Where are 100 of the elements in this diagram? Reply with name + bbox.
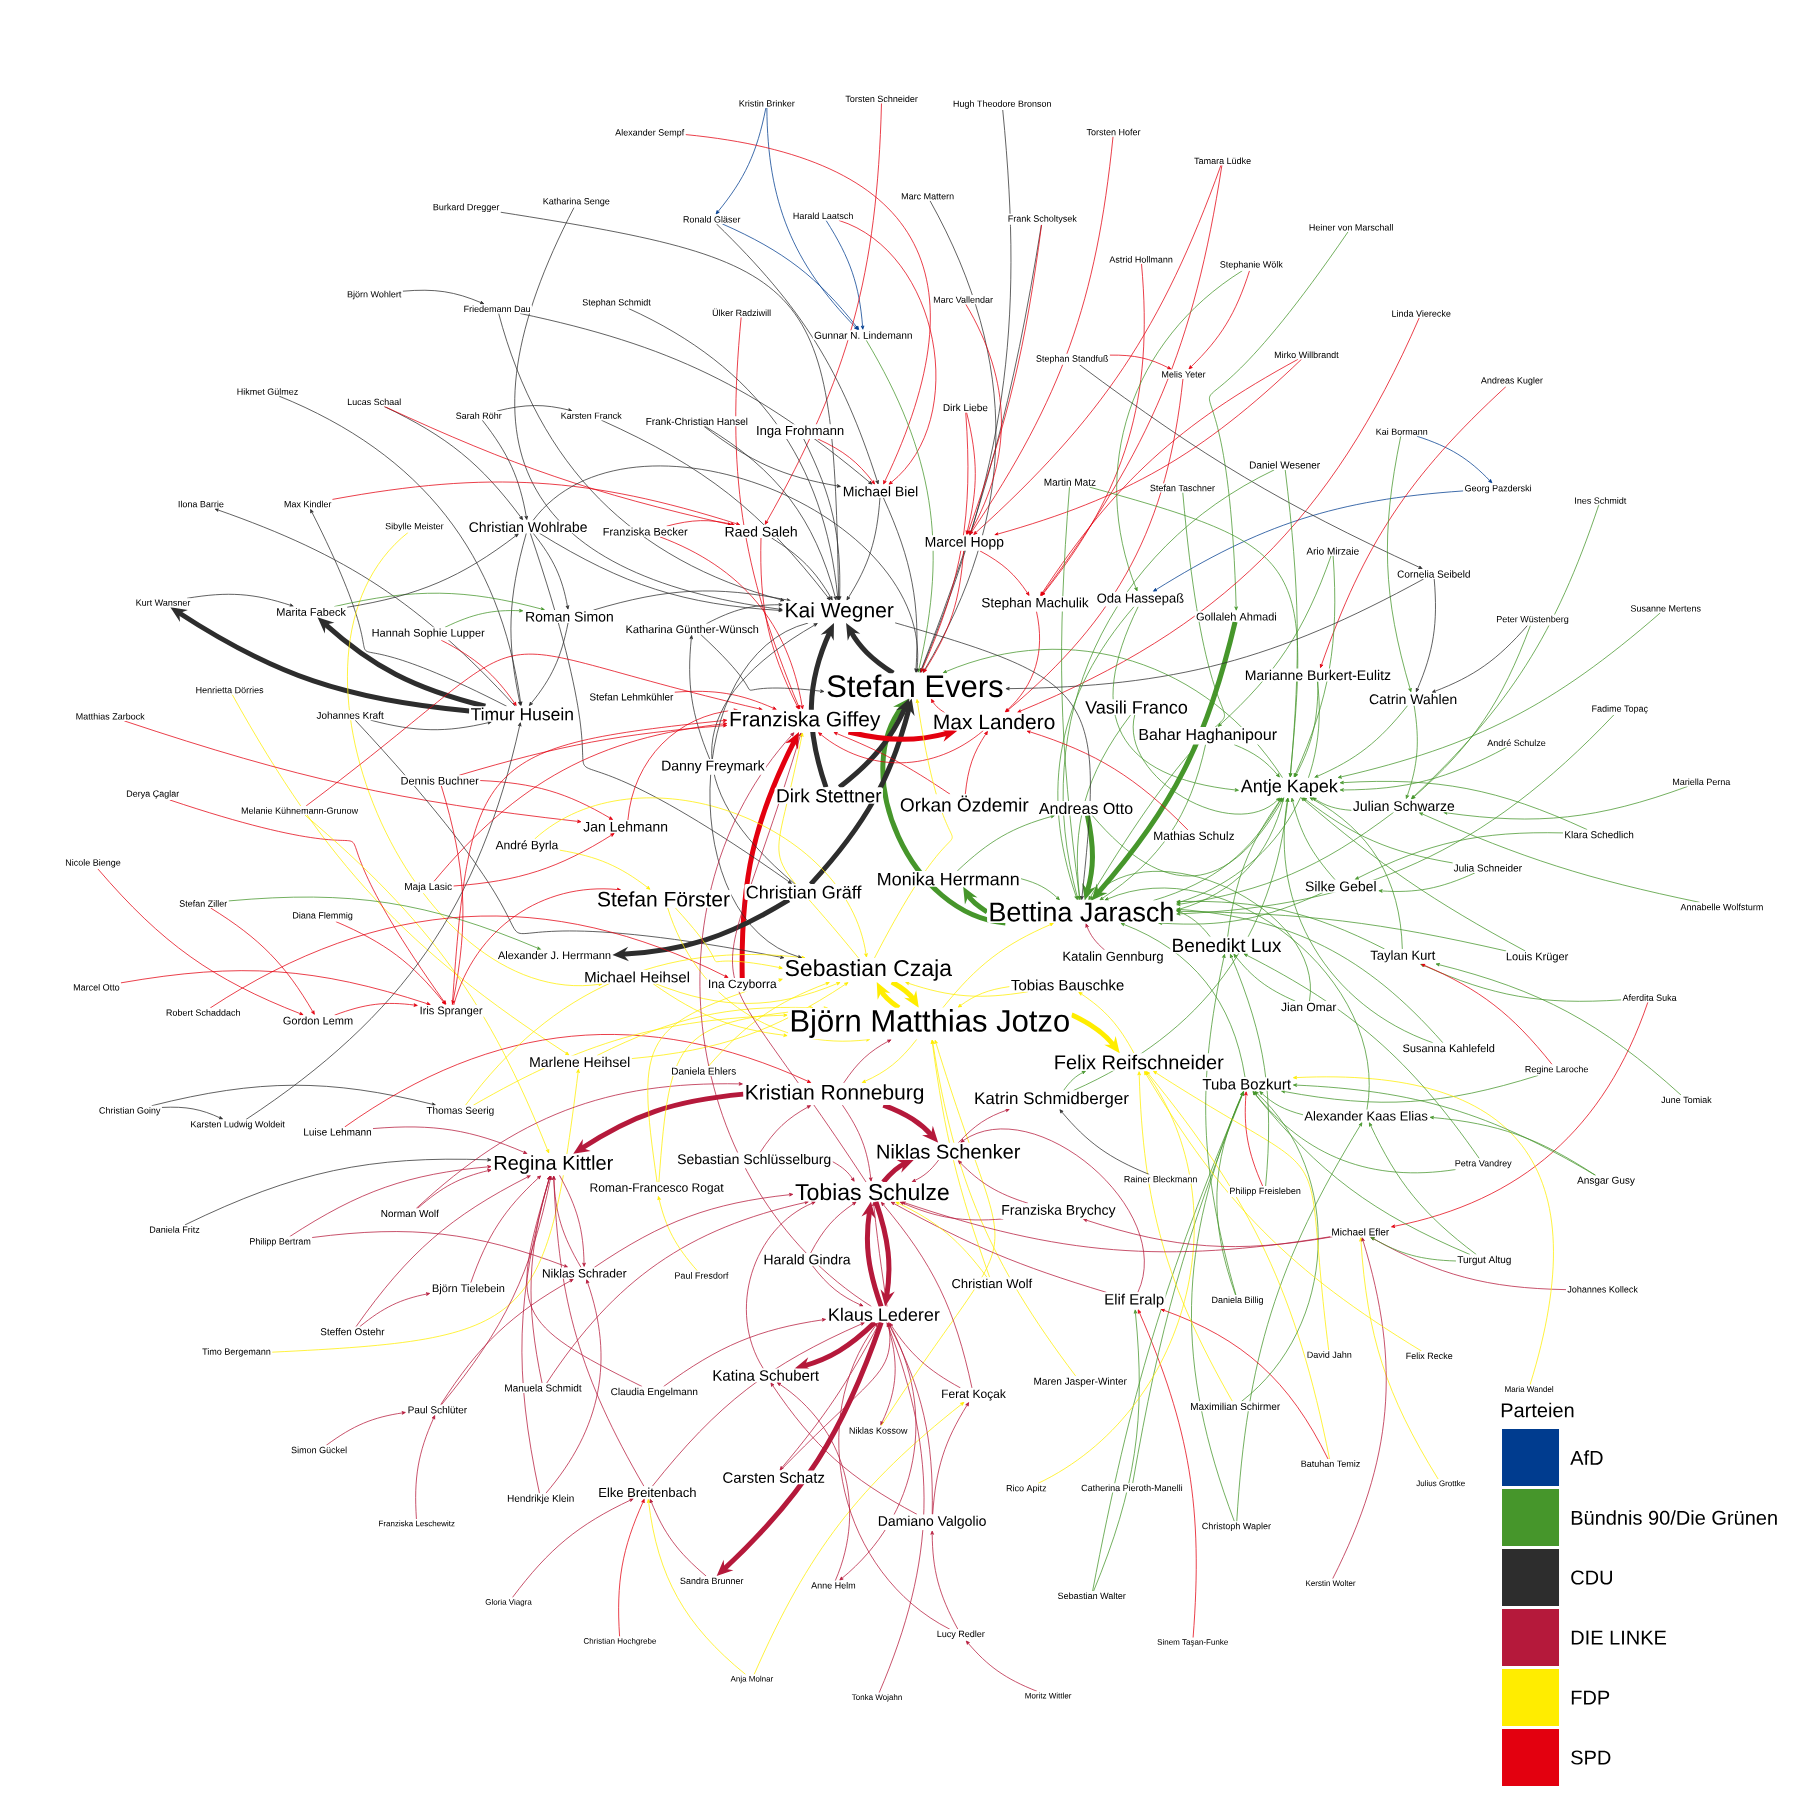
- arrow: [957, 1108, 1010, 1144]
- name-label: Christian Goiny: [97, 1105, 162, 1117]
- arrow: [1314, 705, 1408, 778]
- arrow: [838, 220, 937, 485]
- arrow: [1041, 263, 1145, 596]
- arrow: [1252, 1091, 1457, 1174]
- name-label: Kerstin Wolter: [1304, 1578, 1357, 1588]
- arrow: [334, 1003, 418, 1016]
- arrow: [333, 592, 545, 611]
- name-label: Aferdita Suka: [1621, 993, 1678, 1003]
- name-label: Carsten Schatz: [721, 1470, 827, 1485]
- arrow: [465, 954, 806, 1106]
- name-label: Norman Wolf: [379, 1208, 441, 1219]
- arrow: [1244, 1091, 1264, 1187]
- name-label: Maren Jasper-Winter: [1032, 1376, 1129, 1389]
- arrow: [440, 785, 464, 1005]
- name-label: Luise Lehmann: [302, 1126, 373, 1137]
- arrow: [861, 1038, 918, 1083]
- name-label: Taylan Kurt: [1369, 948, 1437, 964]
- arrow: [1137, 1071, 1233, 1402]
- arrow: [1252, 1091, 1471, 1255]
- arrow: [417, 1168, 492, 1209]
- name-label: Simon Gückel: [289, 1445, 349, 1455]
- name-label: Benedikt Lux: [1170, 936, 1283, 954]
- name-label: Steffen Ostehr: [318, 1326, 386, 1337]
- arrow: [812, 1265, 864, 1307]
- name-label: Astrid Hollmann: [1108, 254, 1175, 264]
- name-label: Heiner von Marschall: [1307, 222, 1395, 232]
- arrow: [1176, 681, 1320, 904]
- arrow: [685, 134, 931, 485]
- arrow: [880, 1201, 973, 1389]
- arrow: [655, 982, 841, 1004]
- arrow: [1284, 469, 1298, 778]
- arrow: [453, 833, 615, 887]
- name-label: Sebastian Czaja: [783, 958, 954, 983]
- name-label: Rico Apitz: [1004, 1483, 1048, 1495]
- name-label: Rainer Bleckmann: [1122, 1174, 1199, 1184]
- name-label: Derya Çaglar: [124, 788, 181, 800]
- arrow: [1132, 714, 1281, 815]
- arrow: [1241, 1091, 1319, 1402]
- arrow: [1411, 625, 1531, 800]
- name-label: Alexander Sempf: [613, 127, 686, 139]
- name-label: Max Kindler: [282, 499, 333, 509]
- name-label: Björn Matthias Jotzo: [788, 1007, 1072, 1040]
- arrow: [1339, 780, 1588, 830]
- arrow: [1153, 797, 1282, 901]
- name-label: Harald Gindra: [762, 1252, 852, 1266]
- arrow: [1354, 832, 1564, 880]
- arrow: [1176, 907, 1444, 1044]
- arrow: [810, 1201, 857, 1254]
- name-label: Kai Bormann: [1374, 427, 1430, 437]
- arrow: [1416, 435, 1493, 484]
- name-label: Dirk Liebe: [941, 402, 990, 413]
- legend-label: SPD: [1571, 1750, 1611, 1765]
- name-label: Alexander Kaas Elias: [1303, 1109, 1430, 1122]
- name-label: Melis Yeter: [1160, 369, 1207, 379]
- arrow: [1205, 954, 1237, 1296]
- arrow: [703, 425, 841, 488]
- name-label: Philipp Freisleben: [1228, 1186, 1303, 1198]
- name-label: Michael Biel: [841, 484, 920, 498]
- arrow: [539, 532, 783, 613]
- arrow: [901, 1201, 1331, 1253]
- arrow: [1236, 1122, 1363, 1522]
- name-label: Sibylle Meister: [383, 521, 445, 533]
- arrow: [470, 1175, 542, 1284]
- name-label: Christian Gräff: [744, 884, 863, 900]
- name-label: Sinem Taşan-Funke: [1155, 1637, 1230, 1648]
- arrow: [184, 1158, 492, 1226]
- arrow: [956, 814, 1055, 872]
- name-label: Björn Tielebein: [430, 1282, 507, 1296]
- name-label: Julius Grottke: [1414, 1479, 1467, 1488]
- name-label: Regina Kittler: [492, 1153, 615, 1176]
- arrow: [920, 412, 969, 673]
- arrow: [440, 639, 517, 706]
- name-label: Maria Wandel: [1503, 1384, 1555, 1394]
- name-label: Björn Wohlert: [345, 289, 403, 301]
- arrow: [1026, 730, 1189, 831]
- name-label: Johannes Kraft: [315, 710, 386, 721]
- arrow: [1040, 358, 1299, 596]
- arrow: [865, 339, 934, 673]
- arrow: [966, 224, 1042, 535]
- name-label: Inga Frohmann: [754, 424, 846, 439]
- arrow: [359, 1292, 431, 1328]
- name-label: Matthias Zarbock: [74, 711, 146, 721]
- arrow: [922, 200, 997, 673]
- arrow: [1227, 797, 1283, 938]
- arrow: [965, 1640, 1038, 1692]
- name-label: Michael Efler: [1330, 1226, 1391, 1237]
- arrow: [310, 509, 508, 707]
- name-label: Sarah Röhr: [454, 411, 503, 421]
- arrow: [479, 780, 613, 820]
- arrow: [1153, 1070, 1330, 1351]
- legend-label: Bündnis 90/Die Grünen: [1571, 1510, 1777, 1525]
- arrow: [880, 1321, 896, 1426]
- name-label: Dirk Stettner: [774, 787, 883, 804]
- arrow: [627, 708, 738, 821]
- arrow: [895, 1201, 988, 1278]
- arrow: [472, 1013, 788, 1106]
- name-label: June Tomiak: [1659, 1095, 1713, 1105]
- arrow: [1312, 797, 1352, 811]
